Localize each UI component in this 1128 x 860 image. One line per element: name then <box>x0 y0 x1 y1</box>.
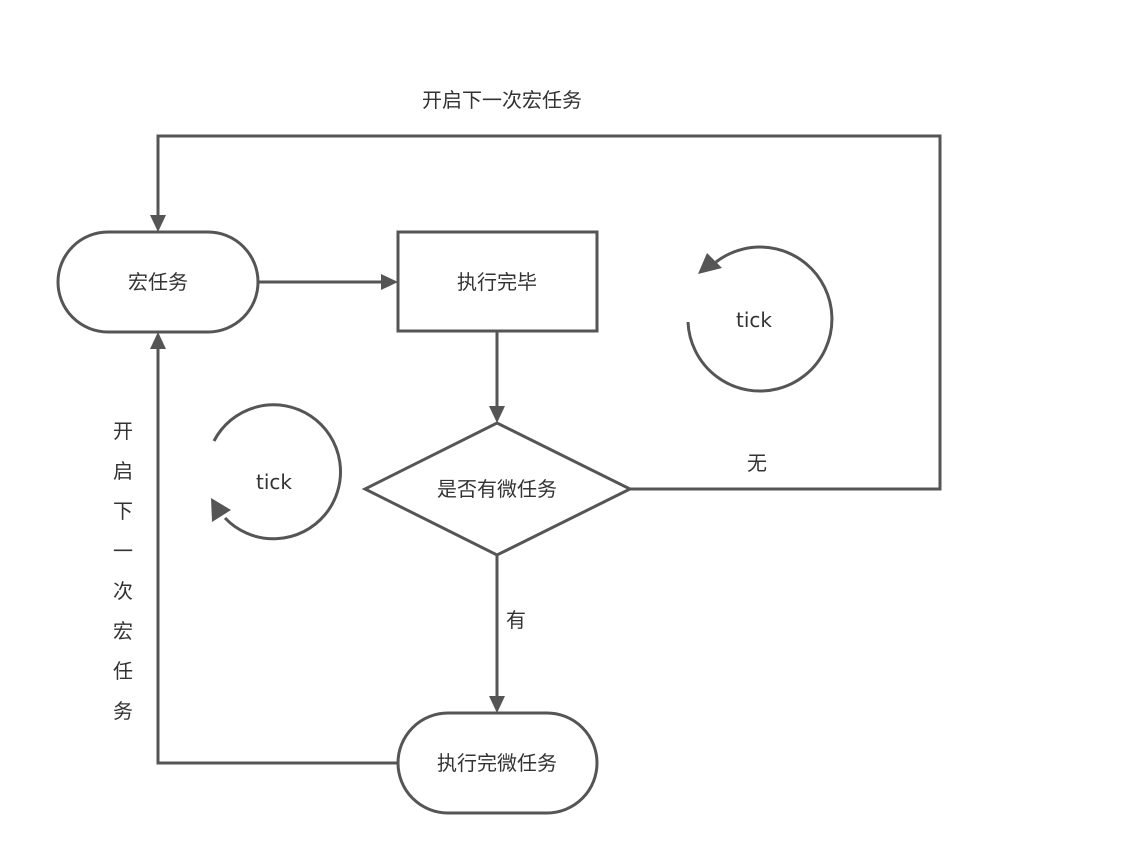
cycle-arrow-left-icon <box>212 403 342 541</box>
node-has-microtask <box>361 421 634 557</box>
tick-cycle-left: tick <box>211 403 342 541</box>
node-macrotask <box>56 230 260 334</box>
label-tick-right: tick <box>736 308 772 332</box>
label-left-char: 下 <box>113 499 133 523</box>
arrowhead-into-macrotask-bottom <box>150 332 166 349</box>
cycle-arrow-right-icon <box>686 245 834 393</box>
label-yes: 有 <box>506 608 526 632</box>
label-left-char: 开 <box>113 419 133 443</box>
label-left-char: 次 <box>113 579 133 603</box>
label-left-char: 务 <box>113 699 133 723</box>
arrowhead-into-exec <box>381 274 398 290</box>
label-left-next-macrotask: 开 启 下 一 次 宏 任 务 <box>113 419 133 723</box>
cycle-arrowhead-right <box>698 253 722 274</box>
label-left-char: 宏 <box>113 619 133 643</box>
edge-no-microtask-loop <box>156 134 942 491</box>
label-exec-microtask: 执行完微任务 <box>437 751 557 775</box>
label-no: 无 <box>747 451 767 475</box>
label-exec-done: 执行完毕 <box>457 270 537 294</box>
label-left-char: 启 <box>113 459 133 483</box>
node-exec-done <box>396 230 599 333</box>
label-left-char: 任 <box>113 659 133 683</box>
tick-cycle-right: tick <box>686 245 834 393</box>
label-left-char: 一 <box>113 539 133 563</box>
label-tick-left: tick <box>256 470 292 494</box>
cycle-arrowhead-left <box>211 498 231 522</box>
label-has-microtask: 是否有微任务 <box>437 477 557 501</box>
arrowhead-into-decision <box>489 406 505 423</box>
arrowhead-into-macrotask-top <box>150 215 166 232</box>
label-macrotask: 宏任务 <box>128 270 188 294</box>
node-exec-microtask <box>396 711 599 815</box>
label-top-next-macrotask: 开启下一次宏任务 <box>422 88 582 112</box>
edge-micro-to-macro <box>156 348 398 765</box>
arrowhead-into-micro <box>489 696 505 713</box>
